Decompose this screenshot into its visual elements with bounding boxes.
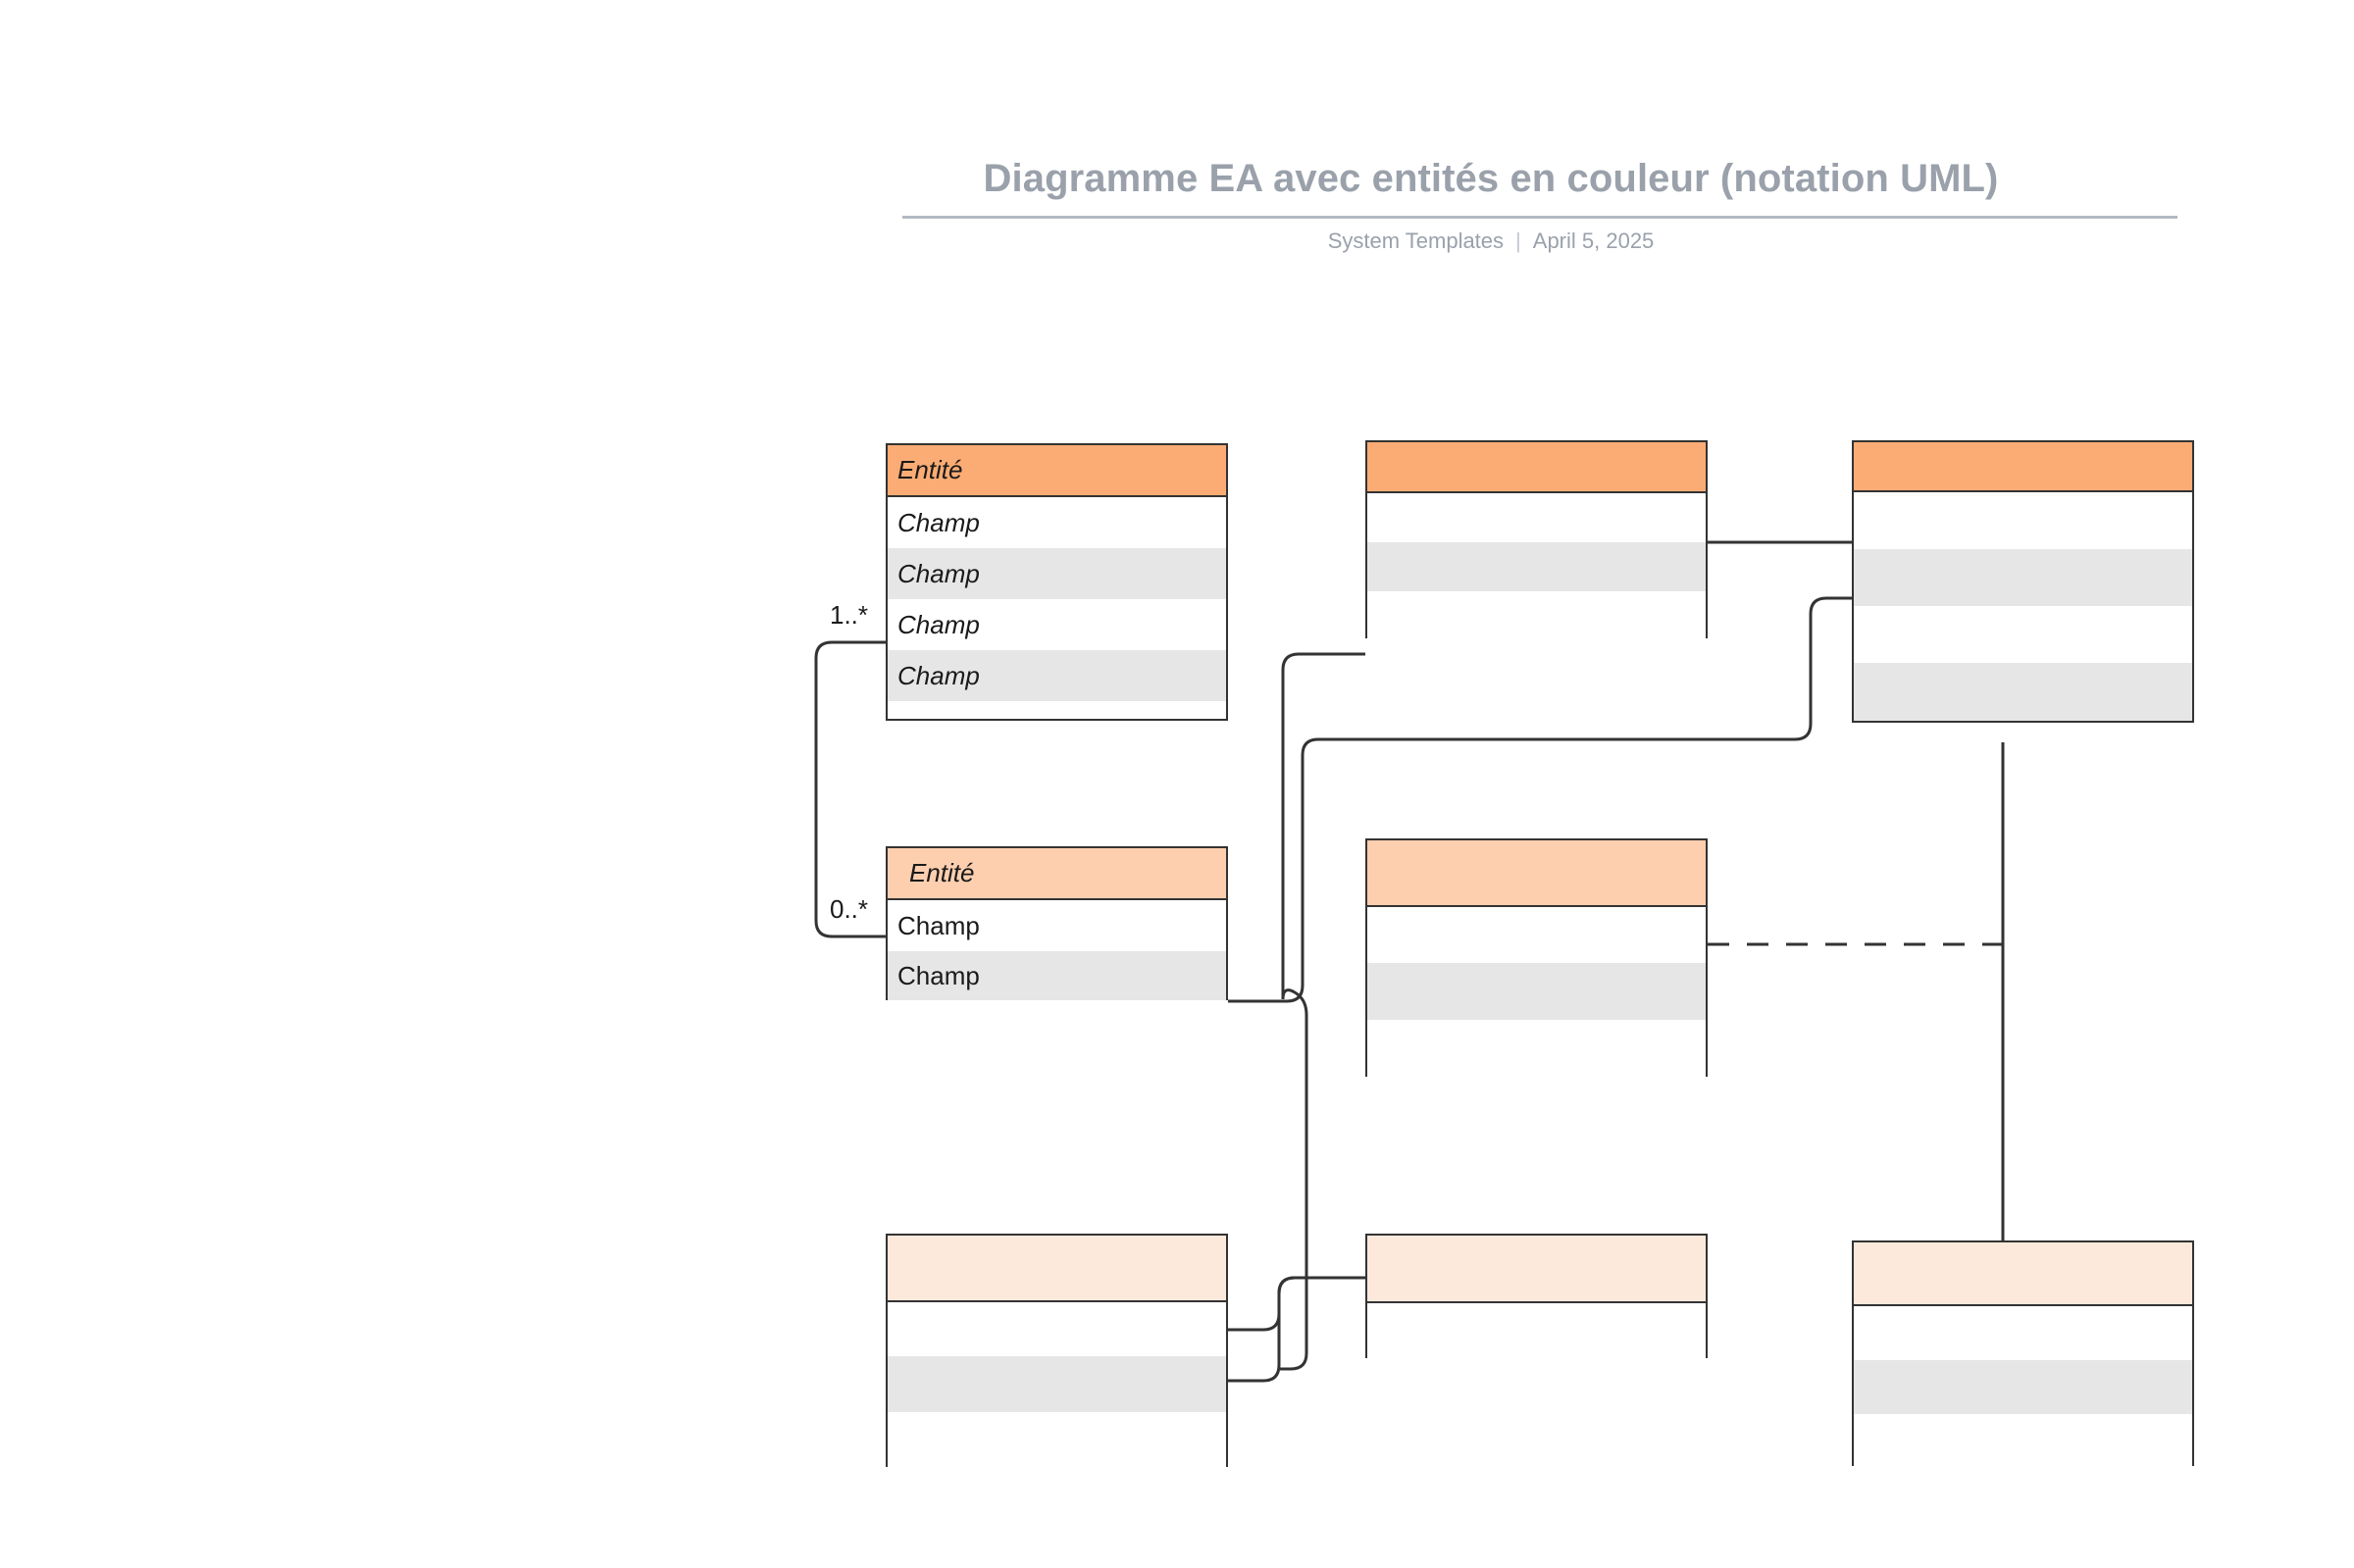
entity-field-row[interactable] [1367,963,1706,1020]
entity-box[interactable] [1365,838,1708,1077]
entity-box[interactable] [886,1234,1228,1467]
entity-field-row[interactable] [1854,1414,2192,1466]
entity-field-label: Champ [897,660,980,690]
entity-field-label: Champ [897,507,980,537]
multiplicity-label: 1..* [830,600,869,630]
entity-field-row[interactable]: Champ [888,599,1226,650]
entity-field-row[interactable]: Champ [888,951,1226,1000]
entity-field-row[interactable] [1367,542,1706,591]
entity-field-row[interactable] [1367,591,1706,640]
entity-box[interactable] [1365,1234,1708,1358]
entity-field-row[interactable] [888,1356,1226,1412]
entity-field-row[interactable] [1854,663,2192,721]
entity-field-row[interactable]: Champ [888,548,1226,599]
entity-name: Entité [897,455,963,484]
entity-field-label: Champ [897,910,980,940]
entity-field-row[interactable] [1854,549,2192,606]
conn-bottomleft-to-bottommiddle-b [1228,1276,1296,1383]
entity-field-row[interactable] [1854,1306,2192,1360]
entity-name: Entité [909,858,975,887]
conn-topleft-to-middleleft [814,640,886,938]
entity-field-row[interactable] [888,1412,1226,1467]
conn-bottomleft-to-bottommiddle-a [1228,1276,1365,1332]
entity-field-row[interactable] [1854,606,2192,663]
conn-middleleft-to-topright [1228,596,1852,1003]
entity-field-row[interactable] [1367,1020,1706,1077]
entity-field-row[interactable] [1854,1360,2192,1414]
conn-middleleft-to-topmiddle [1278,652,1365,1371]
entity-field-row[interactable]: Champ [888,650,1226,701]
entity-field-row[interactable] [888,1302,1226,1356]
entity-field-row[interactable] [1367,907,1706,963]
entity-field-label: Champ [897,558,980,588]
entity-header: Entité [888,848,1226,900]
entity-box[interactable] [1852,1240,2194,1466]
entity-field-row[interactable]: Champ [888,497,1226,548]
multiplicity-label: 0..* [830,894,869,924]
entity-header [1854,1242,2192,1306]
entity-header [1367,442,1706,493]
entity-box[interactable] [1365,440,1708,640]
entity-field-label: Champ [897,609,980,639]
entity-field-row[interactable] [1367,493,1706,542]
entity-header [888,1236,1226,1302]
entity-header: Entité [888,445,1226,497]
entity-field-row[interactable]: Champ [888,900,1226,951]
entity-box[interactable] [1852,440,2194,723]
entity-field-row[interactable] [1854,492,2192,549]
entity-field-row[interactable] [1367,1303,1706,1358]
entity-field-label: Champ [897,960,980,990]
entity-header [1854,442,2192,492]
entity-header [1367,840,1706,907]
entity-header [1367,1236,1706,1303]
